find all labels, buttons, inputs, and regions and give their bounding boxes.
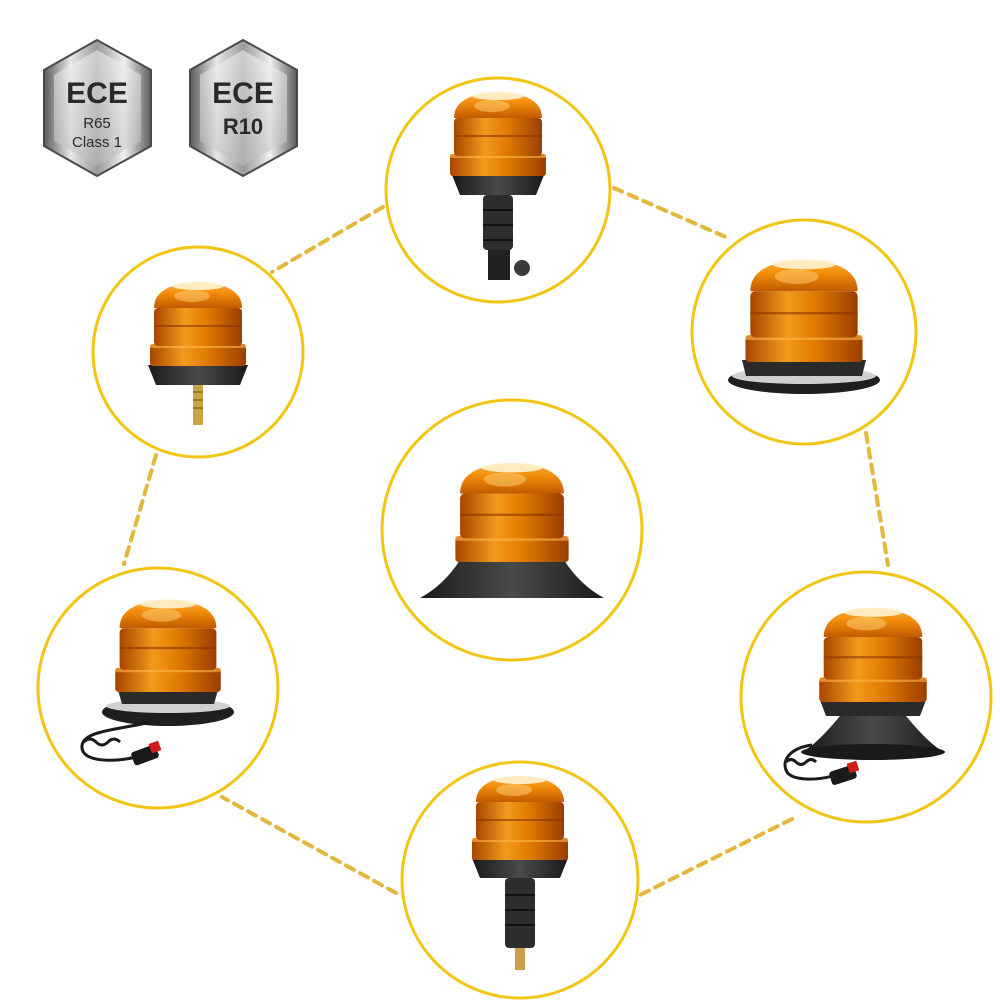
beacon-icon [80, 598, 234, 766]
badge-1-line3: Class 1 [72, 134, 122, 151]
product-upper-left-single-bolt [91, 245, 305, 459]
badge-2-line2: R10 [223, 114, 263, 139]
product-top-din-pole [384, 76, 612, 304]
product-bottom-din-pole [400, 760, 640, 1000]
beacon-icon [449, 91, 547, 280]
beacon-icon [471, 775, 569, 970]
badge-1-title: ECE [66, 77, 128, 110]
dashed-connectors [122, 186, 890, 897]
beacon-icon [420, 461, 604, 598]
ece-r65-badge: ECE R65 Class 1 [43, 38, 152, 178]
ece-r10-badge: ECE R10 [189, 38, 298, 178]
badge-2-title: ECE [212, 77, 274, 110]
product-center-three-bolt [380, 398, 644, 662]
product-upper-right-three-bolt [690, 218, 918, 446]
beacon-icon [728, 258, 880, 394]
beacon-icon [148, 281, 248, 425]
product-lower-left-magnetic [36, 566, 280, 810]
beacon-icon [783, 606, 945, 785]
product-lower-right-magnetic [739, 570, 993, 824]
badge-1-line2: R65 [83, 115, 111, 132]
